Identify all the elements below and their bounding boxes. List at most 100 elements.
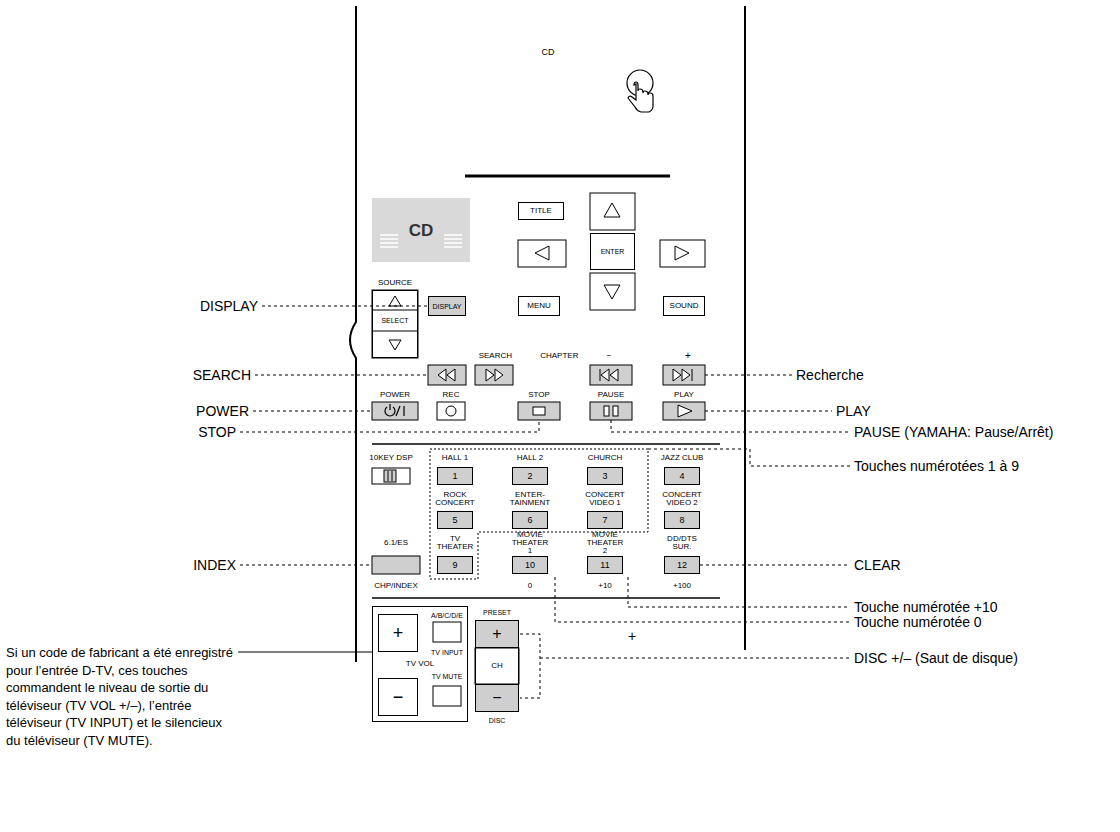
remote-label: STOP <box>528 391 550 399</box>
slider-knob <box>384 470 396 482</box>
enter-button: ENTER <box>590 233 635 270</box>
tv-input-button <box>433 622 461 642</box>
rec-button <box>437 402 465 420</box>
cursor-button <box>660 240 705 267</box>
remote-label: +10 <box>598 582 612 590</box>
label-text: CONCERT VIDEO 2 <box>662 490 701 507</box>
button-text: 5 <box>452 516 457 525</box>
label-text: + <box>628 628 636 644</box>
volume-button: + <box>378 614 418 652</box>
cross-mark: + <box>628 629 636 643</box>
slider-grip <box>388 471 392 481</box>
leader-line <box>555 577 850 622</box>
button-text: 10 <box>525 561 535 570</box>
label-text: DISPLAY <box>200 298 258 314</box>
power-symbol <box>396 406 404 416</box>
remote-label: REC <box>443 391 460 399</box>
lcd-panel <box>372 198 470 262</box>
label-text: TV THEATER <box>437 534 474 551</box>
remote-label: JAZZ CLUB <box>661 454 704 462</box>
remote-label: TV THEATER <box>434 535 476 551</box>
button-text: CH <box>491 662 503 670</box>
number-button: 6 <box>512 511 548 529</box>
pause-button <box>590 402 632 420</box>
rewind-symbol <box>438 369 455 381</box>
leader-line <box>240 420 539 432</box>
number-button: 7 <box>587 511 623 529</box>
disc-button: − <box>475 684 519 712</box>
label-text: PAUSE (YAMAHA: Pause/Arrêt) <box>854 424 1053 440</box>
remote-label: CONCERT VIDEO 1 <box>584 491 626 507</box>
callout-label: STOP <box>198 425 236 439</box>
number-button: 2 <box>512 467 548 485</box>
button-text: 12 <box>677 561 687 570</box>
button-text: DISPLAY <box>432 303 461 310</box>
arrow-up <box>389 296 401 306</box>
label-text: SOURCE <box>378 278 412 287</box>
remote-label: 6.1/ES <box>384 539 408 547</box>
remote-label: MOVIE THEATER 1 <box>509 531 551 555</box>
remote-label: HALL 2 <box>517 454 543 462</box>
remote-label: PAUSE <box>598 391 625 399</box>
label-text: + <box>685 350 691 361</box>
next-chapter-symbol <box>673 369 692 381</box>
remote-label: HALL 1 <box>442 454 468 462</box>
hand-icon <box>628 82 653 112</box>
lcd-display: CD <box>372 198 470 262</box>
button-text: 2 <box>527 472 532 481</box>
number-button: 10 <box>512 556 548 574</box>
button-text: − <box>393 688 404 706</box>
remote-label: +100 <box>673 582 691 590</box>
remote-label: SEARCH CHAPTER − <box>479 352 612 360</box>
label-text: Recherche <box>796 367 864 383</box>
cursor-button <box>590 273 635 310</box>
volume-button: − <box>378 678 418 716</box>
callout-label: PAUSE (YAMAHA: Pause/Arrêt) <box>854 425 1053 439</box>
label-text: TV INPUT <box>431 649 463 656</box>
leader-line <box>238 652 372 653</box>
play-button <box>663 402 705 420</box>
button-text: − <box>492 690 501 706</box>
label-text: STOP <box>528 390 550 399</box>
prev-chapter-symbol <box>600 369 618 381</box>
label-text: PRESET <box>483 609 511 616</box>
number-button: 12 <box>664 556 700 574</box>
number-button: 1 <box>437 467 473 485</box>
callout-label: INDEX <box>193 558 236 572</box>
forward-symbol <box>486 369 503 381</box>
divider-line <box>372 443 720 445</box>
leader-line <box>262 306 428 307</box>
label-text: POWER <box>380 390 410 399</box>
leader-line <box>648 449 850 466</box>
leader-line <box>255 375 428 376</box>
label-text: CHURCH <box>588 453 623 462</box>
label-text: ROCK CONCERT <box>435 490 474 507</box>
remote-label: + <box>685 351 691 361</box>
button-text: 7 <box>602 516 607 525</box>
tv-mute-button <box>433 686 461 706</box>
ch-center <box>475 648 519 684</box>
label-text: CLEAR <box>854 557 901 573</box>
button-text: + <box>393 624 404 642</box>
remote-label: CHP/INDEX <box>374 582 418 590</box>
remote-label: 0 <box>528 582 532 590</box>
callout-label: Touches numérotées 1 à 9 <box>854 459 1019 473</box>
button-text: TITLE <box>530 207 552 215</box>
button-text: 4 <box>679 472 684 481</box>
search-button <box>475 365 513 385</box>
chapter-button <box>663 365 705 385</box>
power-button <box>372 402 418 420</box>
button-text: ENTER <box>601 248 625 255</box>
select-rocker <box>372 290 418 358</box>
title-button: TITLE <box>518 202 564 220</box>
number-button: 8 <box>664 511 700 529</box>
label-text: 6.1/ES <box>384 538 408 547</box>
number-button: 4 <box>664 467 700 485</box>
callout-label: Touche numérotée 0 <box>854 615 982 629</box>
ch-rocker: CH+− <box>475 620 519 712</box>
button-text: 8 <box>679 516 684 525</box>
remote-body-edge <box>350 6 356 662</box>
cursor-button <box>518 240 566 267</box>
rocker-split <box>372 310 418 331</box>
